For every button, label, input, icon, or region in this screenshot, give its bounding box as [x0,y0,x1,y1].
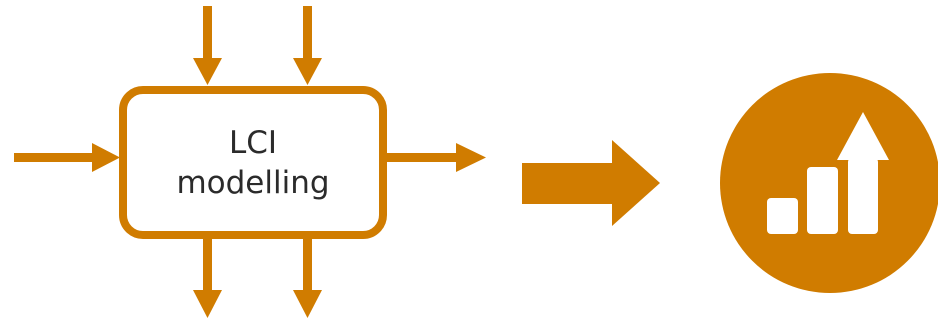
process-box-label: LCI modelling [128,95,378,230]
input-arrow-top-left [193,6,222,85]
output-arrow-bottom-left [193,239,222,318]
output-arrow-bottom-right [293,239,322,318]
process-box [119,86,387,239]
input-arrow-top-right [293,6,322,85]
process-label-line2: modelling [176,164,330,201]
input-arrow-left [14,143,120,172]
bar-chart-up-arrow-icon [720,73,938,293]
process-label-line1: LCI [228,124,278,161]
output-arrow-right [386,143,486,172]
right-block-arrow-icon [522,140,660,226]
